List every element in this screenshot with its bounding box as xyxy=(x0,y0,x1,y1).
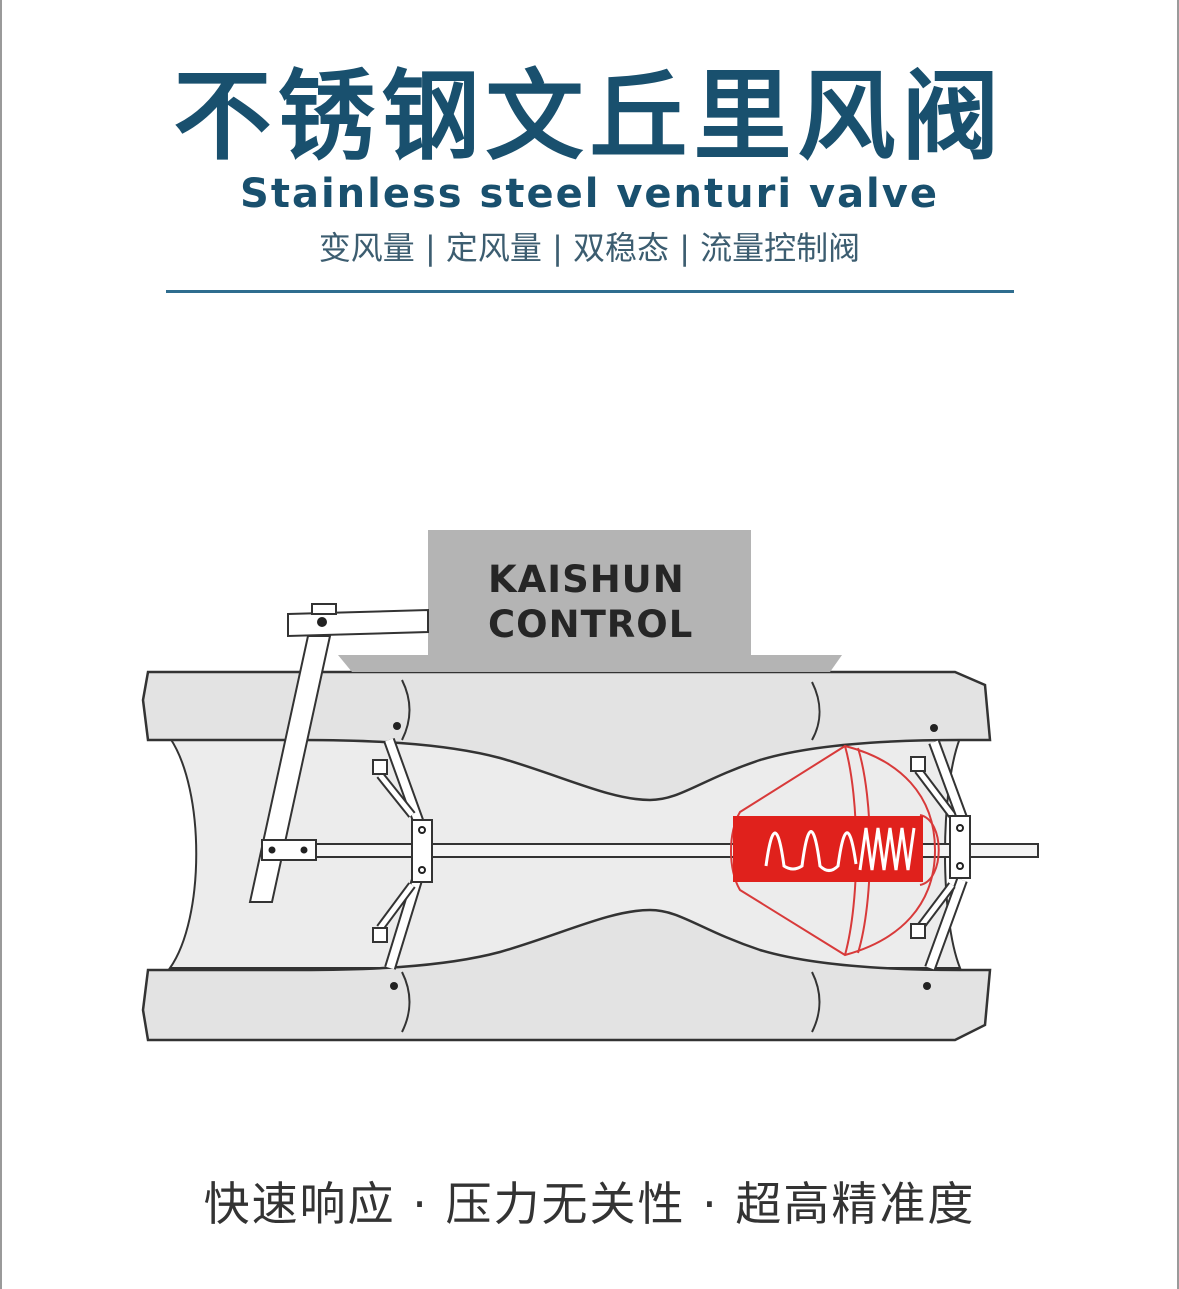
rivet xyxy=(390,982,398,990)
spring-coil xyxy=(858,827,916,871)
bracket-bolt xyxy=(956,862,964,870)
clamp-bolt xyxy=(300,846,308,854)
frame-left-edge xyxy=(0,0,2,1289)
bracket-bolt xyxy=(956,824,964,832)
left-brace-upper-fill xyxy=(378,773,414,817)
vertical-link-rod xyxy=(248,635,332,903)
left-mount-tab xyxy=(372,927,388,943)
top-lever-arm xyxy=(287,608,429,638)
lever-cap xyxy=(311,603,337,615)
left-brace-lower-fill xyxy=(377,883,415,930)
upper-seam-left xyxy=(401,679,411,741)
right-support-lower-fill xyxy=(926,878,966,970)
right-brace-upper-fill xyxy=(916,768,954,817)
lower-seam-left xyxy=(401,971,411,1033)
brand-line-2: CONTROL xyxy=(488,603,693,646)
venturi-valve-diagram: KAISHUN CONTROL xyxy=(141,530,1039,1042)
right-mount-tab xyxy=(910,923,926,939)
rivet xyxy=(923,982,931,990)
cone-front-cap xyxy=(919,814,940,886)
header-divider xyxy=(166,290,1014,293)
rivet xyxy=(930,724,938,732)
lower-seam-right xyxy=(811,971,821,1033)
frame-right-edge xyxy=(1177,0,1179,1289)
right-brace-lower-fill xyxy=(916,883,954,932)
upper-venturi-wall xyxy=(141,670,992,802)
lever-pivot xyxy=(317,617,327,627)
spring-wave xyxy=(764,830,858,872)
cone-outline xyxy=(730,744,937,957)
right-support-upper-fill xyxy=(930,740,966,820)
actuator-box xyxy=(428,530,751,672)
left-mount-tab xyxy=(372,759,388,775)
title-chinese: 不锈钢文丘里风阀 xyxy=(173,60,1006,174)
left-bracket-plate xyxy=(411,819,433,883)
brand-line-1: KAISHUN xyxy=(488,558,685,601)
subtitle-categories: 变风量 | 定风量 | 双稳态 | 流量控制阀 xyxy=(318,229,861,267)
title-english: Stainless steel venturi valve xyxy=(240,171,939,217)
rivet xyxy=(393,722,401,730)
clamp-bolt xyxy=(268,846,276,854)
right-bracket-plate xyxy=(949,815,971,879)
shaft-clamp xyxy=(261,839,317,861)
bracket-bolt xyxy=(418,866,426,874)
right-mount-tab xyxy=(910,756,926,772)
upper-seam-right xyxy=(811,681,821,741)
lower-venturi-wall xyxy=(141,908,992,1042)
left-support-lower-fill xyxy=(386,868,424,970)
feature-tagline: 快速响应 · 压力无关性 · 超高精准度 xyxy=(203,1177,976,1231)
bracket-bolt xyxy=(418,826,426,834)
